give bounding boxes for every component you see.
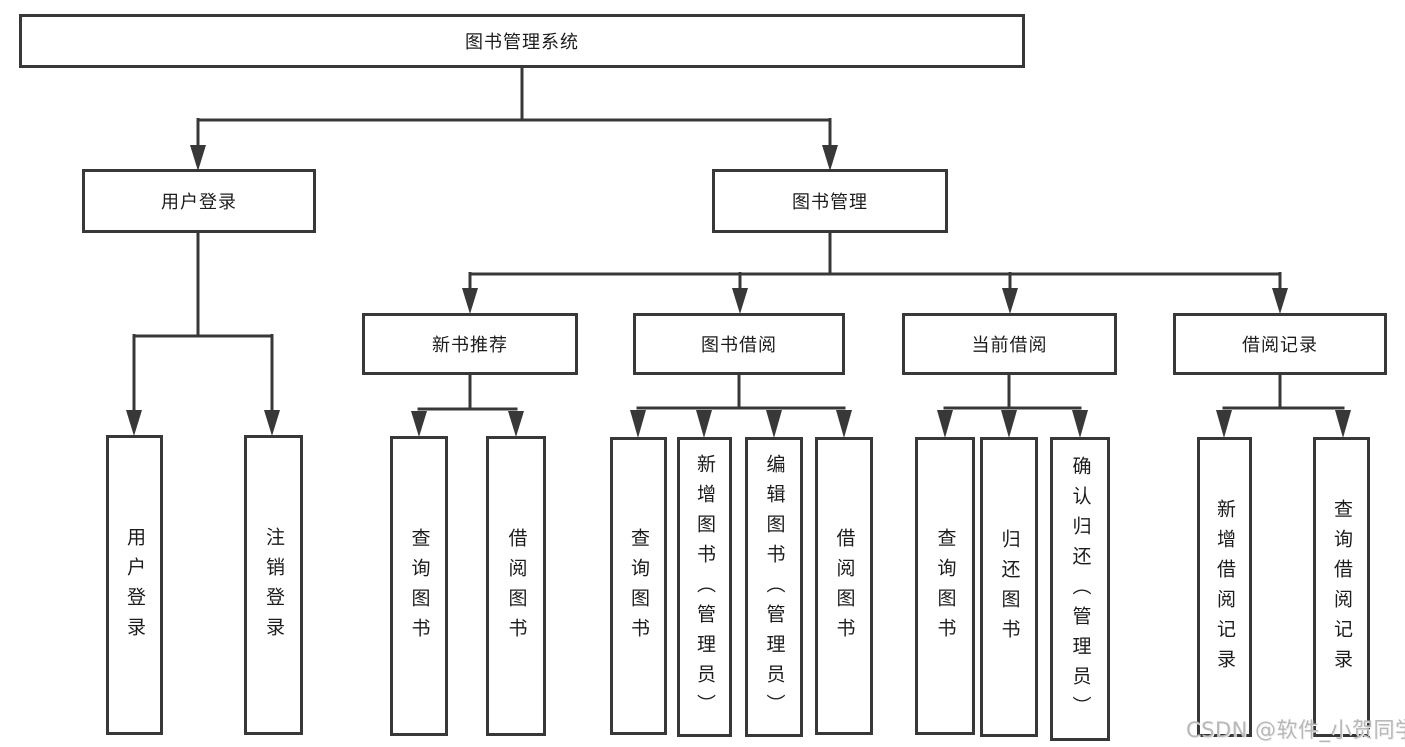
node-leaf-query-book-1: 查询图书 <box>390 436 448 736</box>
node-leaf-add-borrow-record: 新增借阅记录 <box>1197 437 1252 737</box>
node-current-borrow: 当前借阅 <box>902 313 1117 375</box>
node-leaf-borrow-book-1: 借阅图书 <box>486 436 546 736</box>
node-leaf-query-book-2: 查询图书 <box>610 437 667 735</box>
node-root-system: 图书管理系统 <box>19 14 1025 68</box>
node-leaf-query-book-3: 查询图书 <box>915 437 975 735</box>
node-borrow-record: 借阅记录 <box>1173 313 1387 375</box>
node-user-login: 用户登录 <box>82 169 316 233</box>
node-new-book-recommend: 新书推荐 <box>362 313 578 375</box>
node-leaf-confirm-return-admin: 确认归还（管理员） <box>1050 437 1110 741</box>
node-leaf-return-book: 归还图书 <box>980 437 1038 737</box>
node-book-management: 图书管理 <box>712 169 948 233</box>
node-leaf-borrow-book-2: 借阅图书 <box>815 437 873 735</box>
node-leaf-add-book-admin: 新增图书（管理员） <box>677 437 732 737</box>
node-book-borrow: 图书借阅 <box>633 313 845 375</box>
node-leaf-user-login: 用户登录 <box>106 435 163 735</box>
node-leaf-edit-book-admin: 编辑图书（管理员） <box>745 437 803 737</box>
node-leaf-query-borrow-record: 查询借阅记录 <box>1313 437 1370 737</box>
csdn-watermark: CSDN @软件_小贺同学 <box>1186 718 1405 742</box>
node-leaf-logout: 注销登录 <box>244 435 303 735</box>
